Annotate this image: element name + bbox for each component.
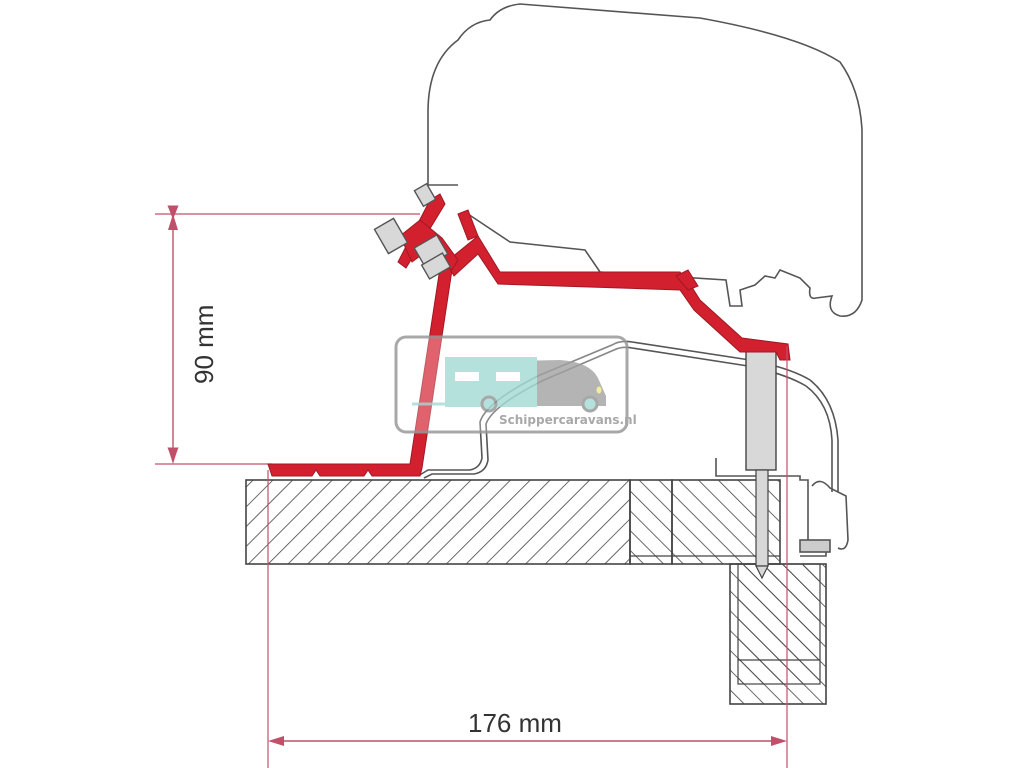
dimension-label-176mm: 176 mm [468, 708, 562, 738]
wall-panel [729, 563, 827, 705]
dimension-vertical: 90 mm [155, 205, 420, 465]
dimension-label-90mm: 90 mm [189, 305, 219, 384]
bolt-assembly [373, 182, 452, 280]
dimension-horizontal: 176 mm [267, 346, 788, 768]
roof-panel [245, 479, 781, 565]
awning-cassette [427, 3, 863, 317]
screw [745, 349, 777, 580]
watermark-text: Schippercaravans.nl [499, 413, 637, 427]
roof-rail [417, 340, 849, 557]
watermark: Schippercaravans.nl [394, 335, 637, 434]
